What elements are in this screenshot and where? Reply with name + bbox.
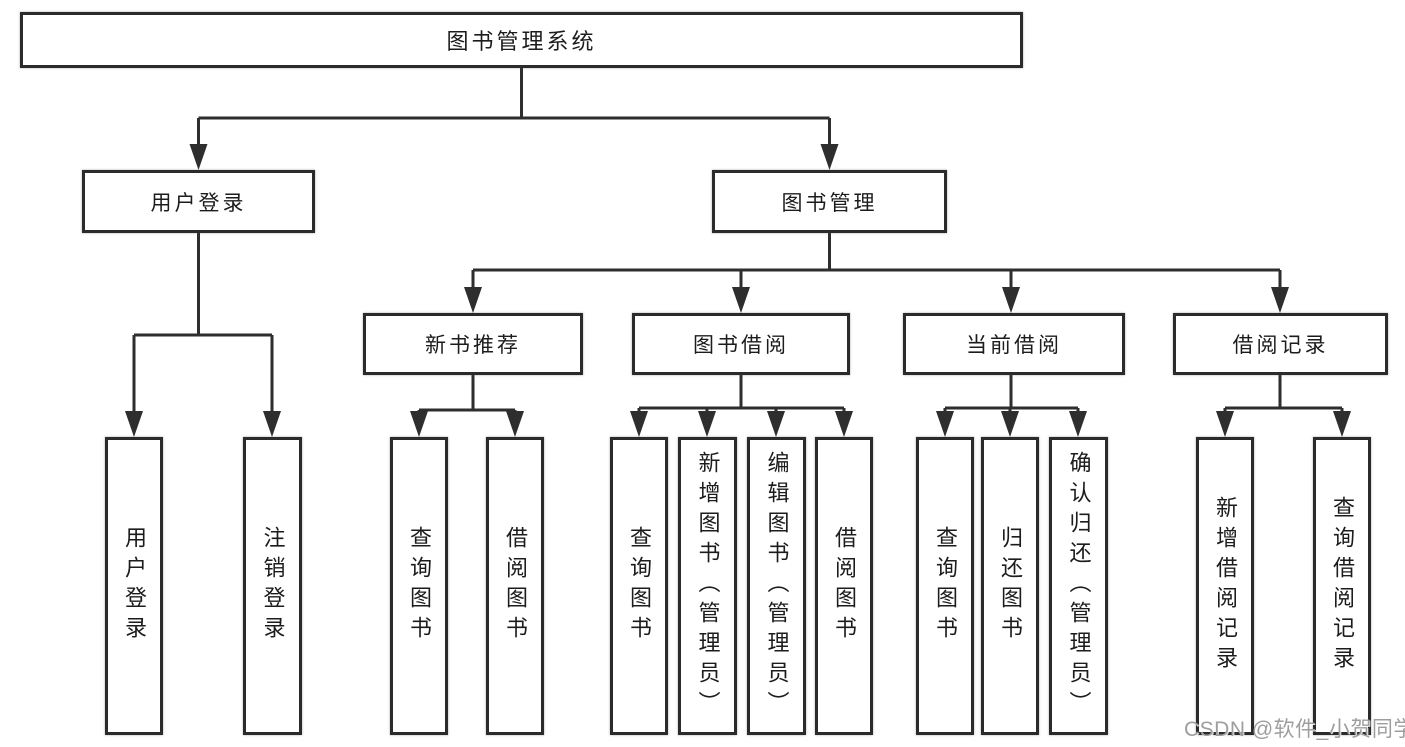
node-label: 当前借阅 [966, 334, 1062, 357]
node-book-management: 图书管理 [712, 170, 947, 233]
node-borrow-records: 借阅记录 [1173, 313, 1388, 375]
leaf-borrow-books: 借阅图书 [815, 437, 873, 735]
node-label: 确认归还（管理员） [1066, 451, 1092, 721]
node-label: 借阅图书 [832, 526, 857, 646]
node-label: 借阅记录 [1232, 334, 1329, 357]
leaf-borrow-books-recommend: 借阅图书 [486, 437, 544, 735]
leaf-add-borrow-record: 新增借阅记录 [1196, 437, 1254, 735]
node-label: 用户登录 [122, 526, 147, 646]
leaf-user-login: 用户登录 [105, 437, 163, 735]
node-label: 图书管理系统 [446, 29, 597, 54]
leaf-query-books-borrow: 查询图书 [610, 437, 668, 735]
node-label: 查询借阅记录 [1330, 496, 1355, 676]
node-label: 查询图书 [407, 526, 432, 646]
node-root-system: 图书管理系统 [20, 12, 1023, 68]
node-current-borrow: 当前借阅 [903, 313, 1125, 375]
node-label: 新增图书（管理员） [695, 451, 721, 721]
node-book-borrow: 图书借阅 [632, 313, 850, 375]
node-label: 注销登录 [260, 526, 286, 646]
node-label: 图书借阅 [693, 334, 789, 357]
node-label: 借阅图书 [503, 526, 528, 646]
leaf-add-books-admin: 新增图书（管理员） [678, 437, 737, 735]
node-label: 图书管理 [781, 191, 878, 215]
node-label: 用户登录 [150, 191, 247, 215]
csdn-watermark: CSDN @软件_小贺同学 [1184, 718, 1405, 741]
node-label: 新书推荐 [425, 334, 521, 357]
leaf-confirm-return-admin: 确认归还（管理员） [1049, 437, 1108, 735]
leaf-query-borrow-record: 查询借阅记录 [1313, 437, 1371, 735]
node-label: 归还图书 [998, 526, 1023, 646]
leaf-logout: 注销登录 [243, 437, 302, 735]
leaf-edit-books-admin: 编辑图书（管理员） [747, 437, 806, 735]
node-label: 查询图书 [933, 526, 958, 646]
node-label: 查询图书 [627, 526, 652, 646]
node-label: 新增借阅记录 [1213, 496, 1238, 676]
node-user-login: 用户登录 [82, 170, 315, 233]
leaf-query-books-current: 查询图书 [916, 437, 974, 735]
leaf-return-books: 归还图书 [981, 437, 1039, 735]
leaf-query-books-recommend: 查询图书 [390, 437, 448, 735]
node-label: 编辑图书（管理员） [764, 451, 790, 721]
node-new-book-recommend: 新书推荐 [363, 313, 583, 375]
